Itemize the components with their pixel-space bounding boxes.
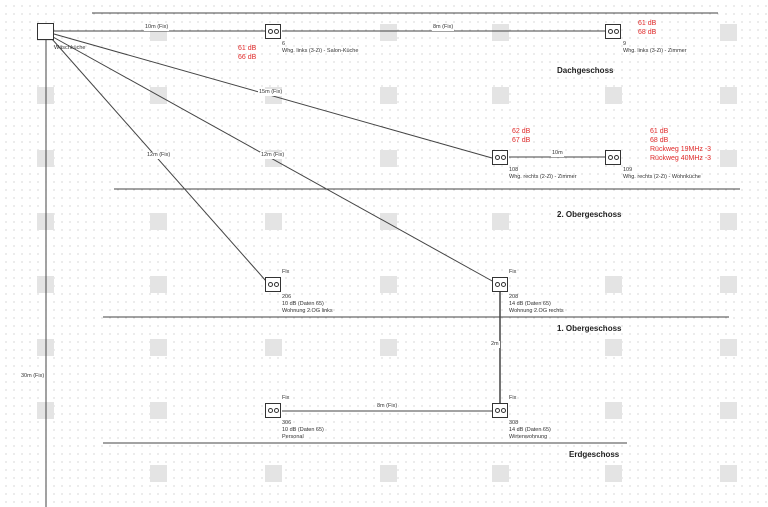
grid-square (380, 24, 397, 41)
grid-square (380, 87, 397, 104)
grid-square (150, 213, 167, 230)
device-id: 109 (623, 167, 633, 173)
grid-square (605, 339, 622, 356)
device-id: 6 (282, 41, 286, 47)
cable-label: 30m (Fix) (20, 373, 46, 380)
floor-label: 2. Obergeschoss (557, 210, 622, 219)
floor-label: Dachgeschoss (557, 66, 614, 75)
cable-label: 2m (490, 341, 500, 348)
grid-square (492, 213, 509, 230)
signal-level: 68 dB (638, 29, 657, 36)
cable-label: 15m (Fix) (258, 89, 284, 96)
cable-line (53, 33, 493, 159)
cable-label: 12m (Fix) (146, 152, 172, 159)
fix-marker: Fix (509, 269, 517, 275)
grid-square (720, 150, 737, 167)
device-name: Wohnung 2.OG rechts (509, 308, 564, 314)
grid-square (265, 339, 282, 356)
grid-square (605, 402, 622, 419)
cable-line (52, 36, 495, 283)
outlet-208[interactable] (492, 277, 508, 292)
grid-square (150, 339, 167, 356)
signal-level: 61 dB (650, 128, 669, 135)
signal-level: 61 dB (238, 45, 257, 52)
device-id: 306 (282, 420, 292, 426)
device-attenuation: 14 dB (Daten 65) (509, 301, 551, 307)
cable-line (51, 38, 267, 282)
device-name: Whg. links (3-Zi) - Salon-Küche (282, 48, 359, 54)
grid-square (720, 402, 737, 419)
grid-square (150, 276, 167, 293)
device-id: 108 (509, 167, 519, 173)
outlet-308[interactable] (492, 403, 508, 418)
device-id: 208 (509, 294, 519, 300)
floor-label: Erdgeschoss (569, 450, 620, 459)
signal-level: 67 dB (512, 137, 531, 144)
device-id: 9 (623, 41, 627, 47)
fix-marker: Fix (282, 269, 290, 275)
cable-label: 8m (Fix) (432, 24, 455, 31)
grid-square (720, 213, 737, 230)
outlet-108[interactable] (492, 150, 508, 165)
grid-square (720, 465, 737, 482)
cable-label: 10m (Fix) (144, 24, 170, 31)
device-name: Wirtenwohnung (509, 434, 548, 440)
grid-square (492, 465, 509, 482)
hub-label: Wäschküche (54, 45, 86, 51)
return-path-level: Rückweg 40MHz -3 (650, 155, 712, 162)
device-attenuation: 14 dB (Daten 65) (509, 427, 551, 433)
cable-label: 10m (551, 150, 564, 157)
grid-square (265, 213, 282, 230)
device-attenuation: 10 dB (Daten 65) (282, 427, 324, 433)
outlet-109[interactable] (605, 150, 621, 165)
grid-square (492, 87, 509, 104)
grid-square (380, 339, 397, 356)
distribution-hub[interactable] (37, 23, 54, 40)
device-id: 308 (509, 420, 519, 426)
signal-level: 62 dB (512, 128, 531, 135)
grid-square (150, 402, 167, 419)
outlet-306[interactable] (265, 403, 281, 418)
outlet-6[interactable] (265, 24, 281, 39)
grid-square (605, 465, 622, 482)
grid-square (605, 87, 622, 104)
fix-marker: Fix (509, 395, 517, 401)
signal-level: 68 dB (650, 137, 669, 144)
grid-square (720, 24, 737, 41)
outlet-206[interactable] (265, 277, 281, 292)
grid-square (380, 465, 397, 482)
floor-label: 1. Obergeschoss (557, 324, 622, 333)
signal-level: 61 dB (638, 20, 657, 27)
grid-square (605, 276, 622, 293)
grid-square (380, 150, 397, 167)
return-path-level: Rückweg 19MHz -3 (650, 146, 712, 153)
grid-square (380, 276, 397, 293)
device-name: Personal (282, 434, 304, 440)
device-name: Whg. links (3-Zi) - Zimmer (623, 48, 687, 54)
signal-level: 66 dB (238, 54, 257, 61)
cable-label: 12m (Fix) (260, 152, 286, 159)
grid-square (492, 24, 509, 41)
grid-square (265, 465, 282, 482)
device-attenuation: 10 dB (Daten 65) (282, 301, 324, 307)
grid-square (720, 339, 737, 356)
cable-label: 8m (Fix) (376, 403, 399, 410)
grid-square (150, 465, 167, 482)
outlet-9[interactable] (605, 24, 621, 39)
grid-square (720, 276, 737, 293)
fix-marker: Fix (282, 395, 290, 401)
device-name: Whg. rechts (2-Zi) - Zimmer (509, 174, 577, 180)
device-name: Whg. rechts (2-Zi) - Wohnküche (623, 174, 701, 180)
grid-square (720, 87, 737, 104)
device-name: Wohnung 2.OG links (282, 308, 333, 314)
device-id: 206 (282, 294, 292, 300)
